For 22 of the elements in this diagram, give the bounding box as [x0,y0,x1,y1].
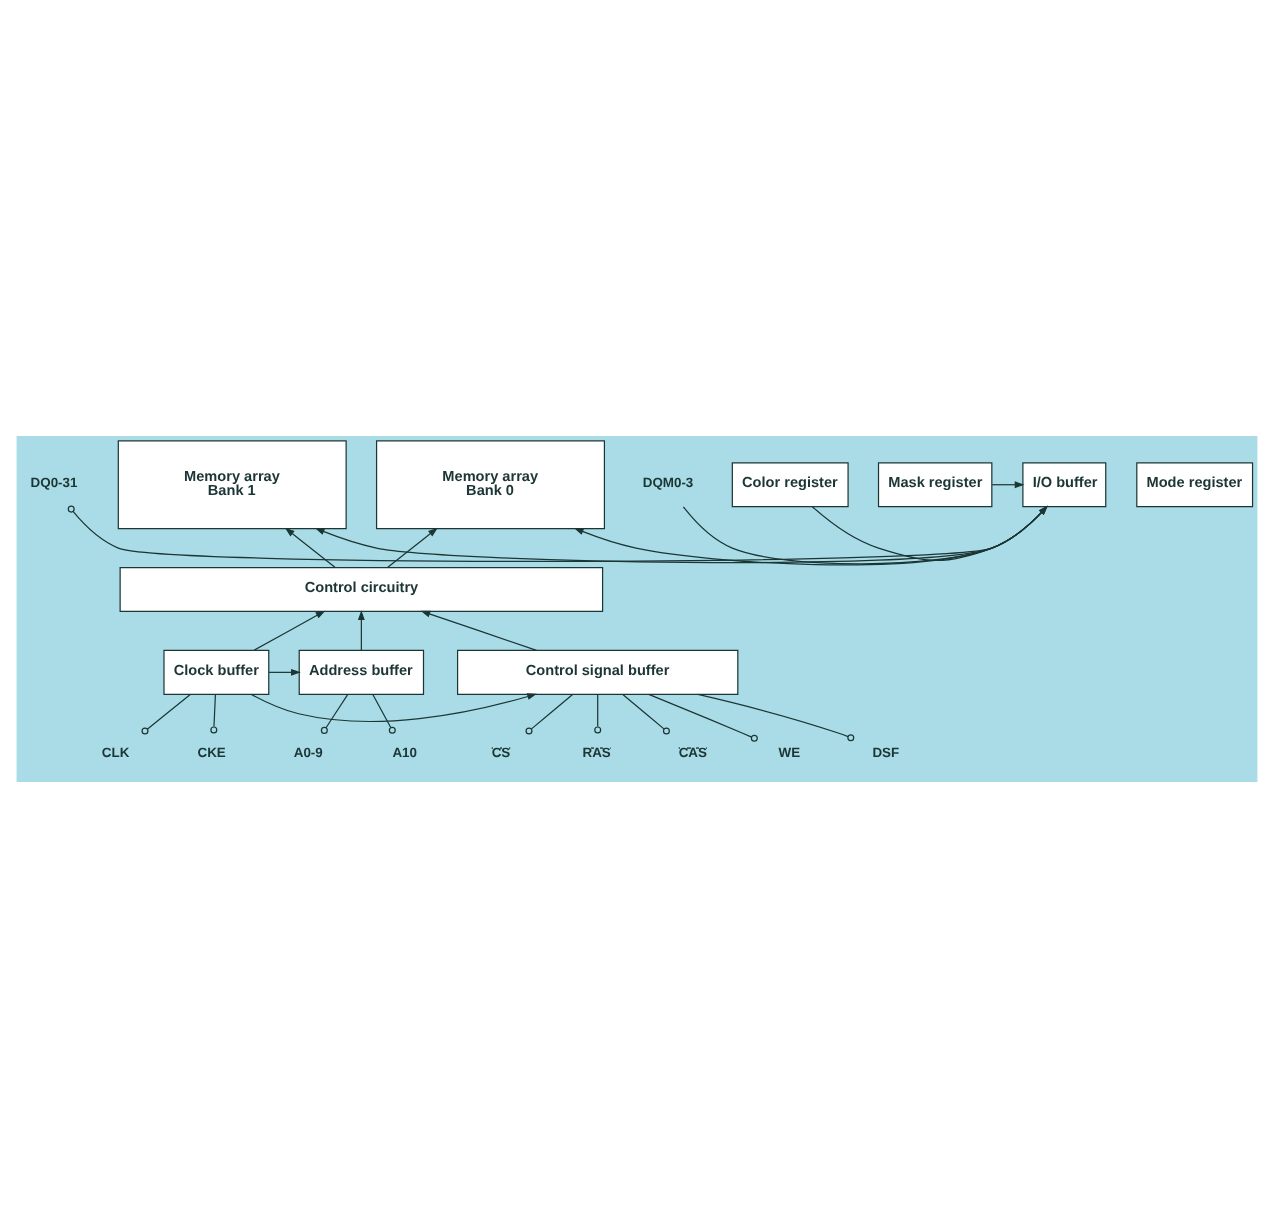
connector [525,693,574,735]
arrow [268,668,301,676]
arrow [387,527,438,568]
arrow [991,481,1025,489]
arrow [573,506,1048,566]
connector [372,694,396,734]
arrow [420,610,538,651]
connector [697,693,855,742]
connector [648,693,758,742]
arrow [357,610,365,651]
arrow [253,610,326,651]
connector [622,693,670,735]
arrow [682,505,1048,565]
arrow [811,505,1048,562]
arrow [284,527,336,568]
arrow [250,693,537,722]
arrow [314,506,1048,564]
connector [594,694,602,734]
connector [320,694,349,734]
connector [67,505,1048,562]
connector [141,693,191,735]
connector [210,694,218,734]
